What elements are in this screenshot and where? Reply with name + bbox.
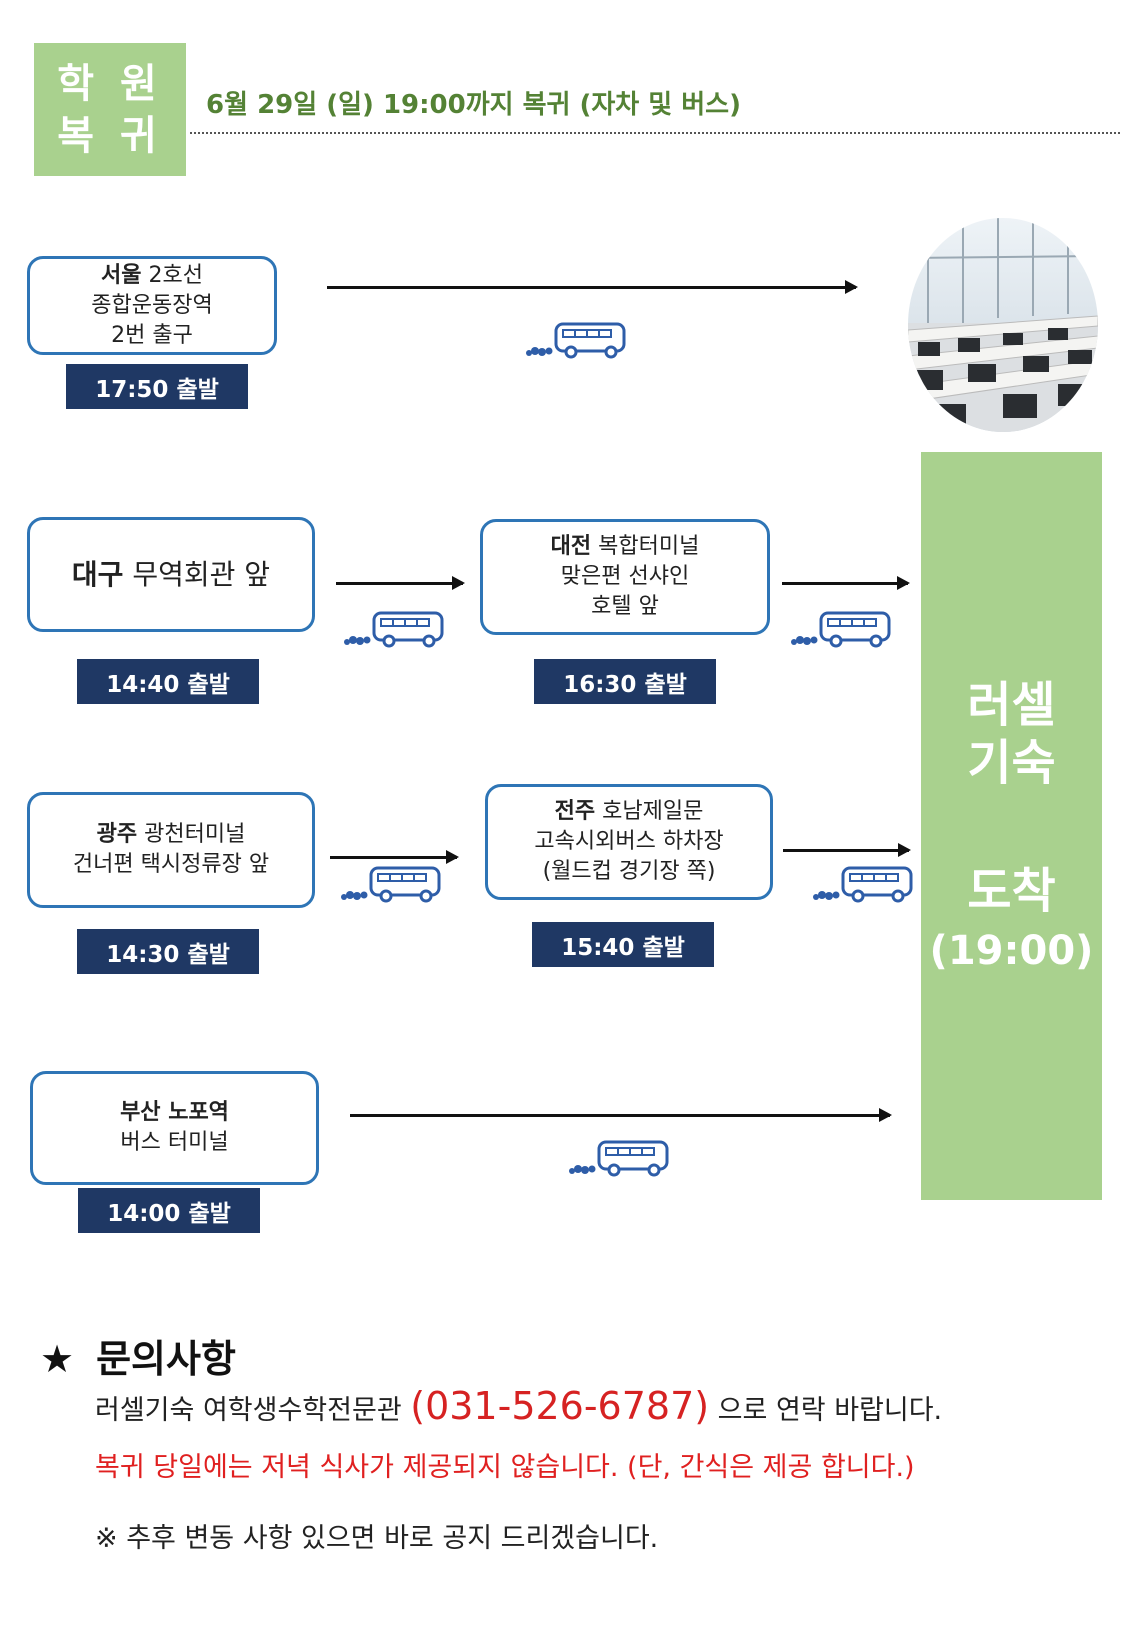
arrival-time: (19:00) bbox=[929, 928, 1094, 974]
stop-jeonju-city: 전주 bbox=[554, 799, 596, 824]
stop-daejeon: 대전 복합터미널 맞은편 선샤인 호텔 앞 bbox=[480, 519, 770, 635]
stop-daegu-line1: 무역회관 앞 bbox=[123, 557, 271, 591]
arrival-name: 러셀 기숙 bbox=[967, 677, 1056, 791]
stop-daejeon-line1: 복합터미널 bbox=[591, 534, 700, 559]
header-badge-line2: 복 귀 bbox=[57, 112, 163, 159]
departure-seoul: 17:50 출발 bbox=[66, 364, 248, 409]
stop-gwangju-city: 광주 bbox=[96, 822, 138, 847]
departure-busan: 14:00 출발 bbox=[78, 1188, 260, 1233]
star-icon: ★ bbox=[40, 1337, 75, 1381]
stop-seoul-line1: 2호선 bbox=[141, 262, 203, 288]
arrival-panel: 러셀 기숙 도착 (19:00) bbox=[921, 452, 1102, 1200]
arrow-seoul bbox=[327, 280, 858, 294]
arrow-daejeon bbox=[782, 576, 910, 590]
bus-icon bbox=[569, 1140, 669, 1177]
stop-daejeon-city: 대전 bbox=[550, 534, 592, 559]
stop-daegu-city: 대구 bbox=[71, 557, 124, 591]
header-divider bbox=[190, 132, 1120, 134]
bus-icon bbox=[526, 322, 626, 359]
arrow-daegu bbox=[336, 576, 465, 590]
departure-daejeon: 16:30 출발 bbox=[534, 659, 716, 704]
stop-seoul-line2: 종합운동장역 bbox=[91, 292, 213, 318]
stop-seoul-city: 서울 bbox=[101, 262, 142, 288]
departure-daegu: 14:40 출발 bbox=[77, 659, 259, 704]
contact-suffix: 으로 연락 바랍니다. bbox=[709, 1395, 943, 1426]
stop-busan-line2: 버스 터미널 bbox=[120, 1130, 229, 1155]
stop-gwangju: 광주 광천터미널 건너편 택시정류장 앞 bbox=[27, 792, 315, 908]
classroom-photo bbox=[908, 218, 1098, 432]
bus-icon bbox=[341, 866, 441, 903]
departure-gwangju: 14:30 출발 bbox=[77, 929, 259, 974]
arrow-jeonju bbox=[783, 843, 911, 857]
stop-daegu: 대구 무역회관 앞 bbox=[27, 517, 315, 632]
stop-seoul: 서울 2호선 종합운동장역 2번 출구 bbox=[27, 256, 277, 355]
stop-gwangju-line1: 광천터미널 bbox=[137, 822, 246, 847]
inquiry-contact: 러셀기숙 여학생수학전문관 (031-526-6787) 으로 연락 바랍니다. bbox=[95, 1384, 942, 1428]
stop-jeonju-line3: (월드컵 경기장 쪽) bbox=[542, 859, 716, 884]
page-title: 6월 29일 (일) 19:00까지 복귀 (자차 및 버스) bbox=[206, 90, 741, 120]
stop-jeonju: 전주 호남제일문 고속시외버스 하차장 (월드컵 경기장 쪽) bbox=[485, 784, 773, 900]
contact-prefix: 러셀기숙 여학생수학전문관 bbox=[95, 1395, 411, 1426]
arrow-busan bbox=[350, 1108, 892, 1122]
bus-icon bbox=[813, 866, 913, 903]
stop-gwangju-line2: 건너편 택시정류장 앞 bbox=[72, 852, 270, 877]
header-badge-line1: 학 원 bbox=[57, 60, 163, 107]
inquiry-title: ★ 문의사항 bbox=[40, 1328, 236, 1383]
stop-daejeon-line3: 호텔 앞 bbox=[591, 594, 659, 619]
stop-daejeon-line2: 맞은편 선샤인 bbox=[560, 564, 690, 589]
stop-busan-line1: 부산 노포역 bbox=[120, 1100, 229, 1125]
arrival-label: 도착 bbox=[967, 863, 1056, 919]
header-badge: 학 원 복 귀 bbox=[34, 43, 186, 176]
inquiry-title-text: 문의사항 bbox=[96, 1337, 236, 1381]
bus-icon bbox=[344, 611, 444, 648]
bus-icon bbox=[791, 611, 891, 648]
change-note: ※ 추후 변동 사항 있으면 바로 공지 드리겠습니다. bbox=[95, 1523, 659, 1554]
arrow-gwangju bbox=[330, 850, 459, 864]
departure-jeonju: 15:40 출발 bbox=[532, 922, 714, 967]
stop-jeonju-line2: 고속시외버스 하차장 bbox=[534, 829, 724, 854]
phone-number: (031-526-6787) bbox=[410, 1384, 710, 1428]
stop-busan: 부산 노포역 버스 터미널 bbox=[30, 1071, 319, 1185]
stop-jeonju-line1: 호남제일문 bbox=[595, 799, 704, 824]
stop-seoul-line3: 2번 출구 bbox=[111, 322, 193, 348]
meal-notice: 복귀 당일에는 저녁 식사가 제공되지 않습니다. (단, 간식은 제공 합니다… bbox=[95, 1452, 915, 1483]
